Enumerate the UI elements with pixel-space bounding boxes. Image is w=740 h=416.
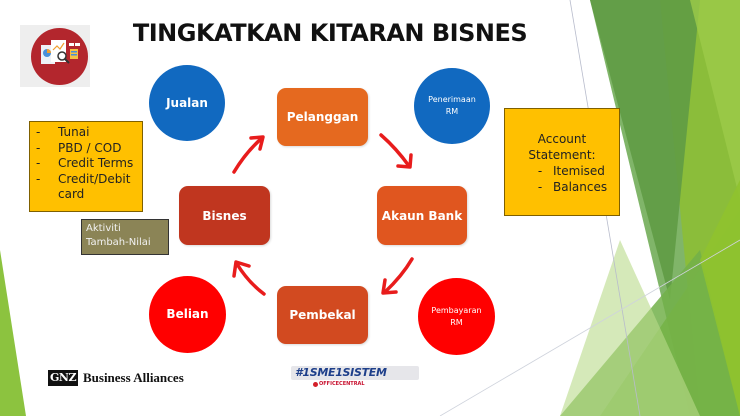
aktiviti-line2: Tambah-Nilai [86, 237, 151, 248]
pembekal-box: Pembekal [277, 286, 368, 344]
bisnes-box: Bisnes [179, 186, 270, 245]
penerimaan-label: Penerimaan [428, 95, 476, 104]
aktiviti-tambah-nilai-note: Aktiviti Tambah-Nilai [81, 219, 169, 255]
jualan-circle: Jualan [149, 65, 225, 141]
list-item: -Credit/Debit card [36, 171, 131, 202]
account-statement-heading-1: Account [537, 132, 587, 146]
gnz-business-alliances-logo: GNZ Business Alliances [48, 369, 184, 387]
pembekal-label: Pembekal [289, 308, 356, 322]
pembayaran-rm-circle: Pembayaran RM [418, 278, 495, 355]
sme-tag: #1SME1SISTEM [295, 366, 387, 379]
list-item: -Tunai [36, 125, 90, 139]
payment-methods-list: -Tunai -PBD / COD -Credit Terms -Credit/… [36, 125, 138, 203]
list-item: -Balances [537, 180, 608, 194]
list-item: -Credit Terms [36, 156, 134, 170]
penerimaan-rm-label: RM [445, 107, 459, 116]
account-statement-note: Account Statement: -Itemised -Balances [504, 108, 620, 216]
belian-label: Belian [166, 307, 209, 321]
pelanggan-box: Pelanggan [277, 88, 368, 146]
penerimaan-rm-circle: Penerimaan RM [414, 68, 490, 144]
sme-sub: OFFICECENTRAL [319, 381, 365, 387]
business-report-analytics-icon [20, 25, 90, 87]
pelanggan-label: Pelanggan [286, 110, 359, 124]
pembayaran-label: Pembayaran [431, 305, 482, 315]
arrow-bisnes-to-pelanggan-icon [232, 136, 264, 174]
gnz-name: Business Alliances [82, 370, 184, 385]
officecentral-dot-icon [313, 382, 318, 387]
gnz-mark: GNZ [48, 370, 78, 386]
belian-circle: Belian [149, 276, 226, 353]
page-title: TINGKATKAN KITARAN BISNES [132, 19, 528, 47]
1sme1sistem-logo: #1SME1SISTEM OFFICECENTRAL [291, 366, 419, 390]
pembayaran-rm-label: RM [450, 317, 463, 327]
report-chart-icon [41, 40, 80, 64]
akaun-bank-label: Akaun Bank [381, 208, 463, 223]
jualan-label: Jualan [166, 95, 208, 110]
account-statement-heading-2: Statement: [528, 148, 596, 162]
list-item: -PBD / COD [36, 140, 122, 155]
list-item: -Itemised [537, 164, 605, 178]
payment-methods-note: -Tunai -PBD / COD -Credit Terms -Credit/… [29, 121, 143, 212]
aktiviti-line1: Aktiviti [86, 223, 121, 234]
bisnes-label: Bisnes [202, 208, 247, 223]
akaun-bank-box: Akaun Bank [377, 186, 467, 245]
